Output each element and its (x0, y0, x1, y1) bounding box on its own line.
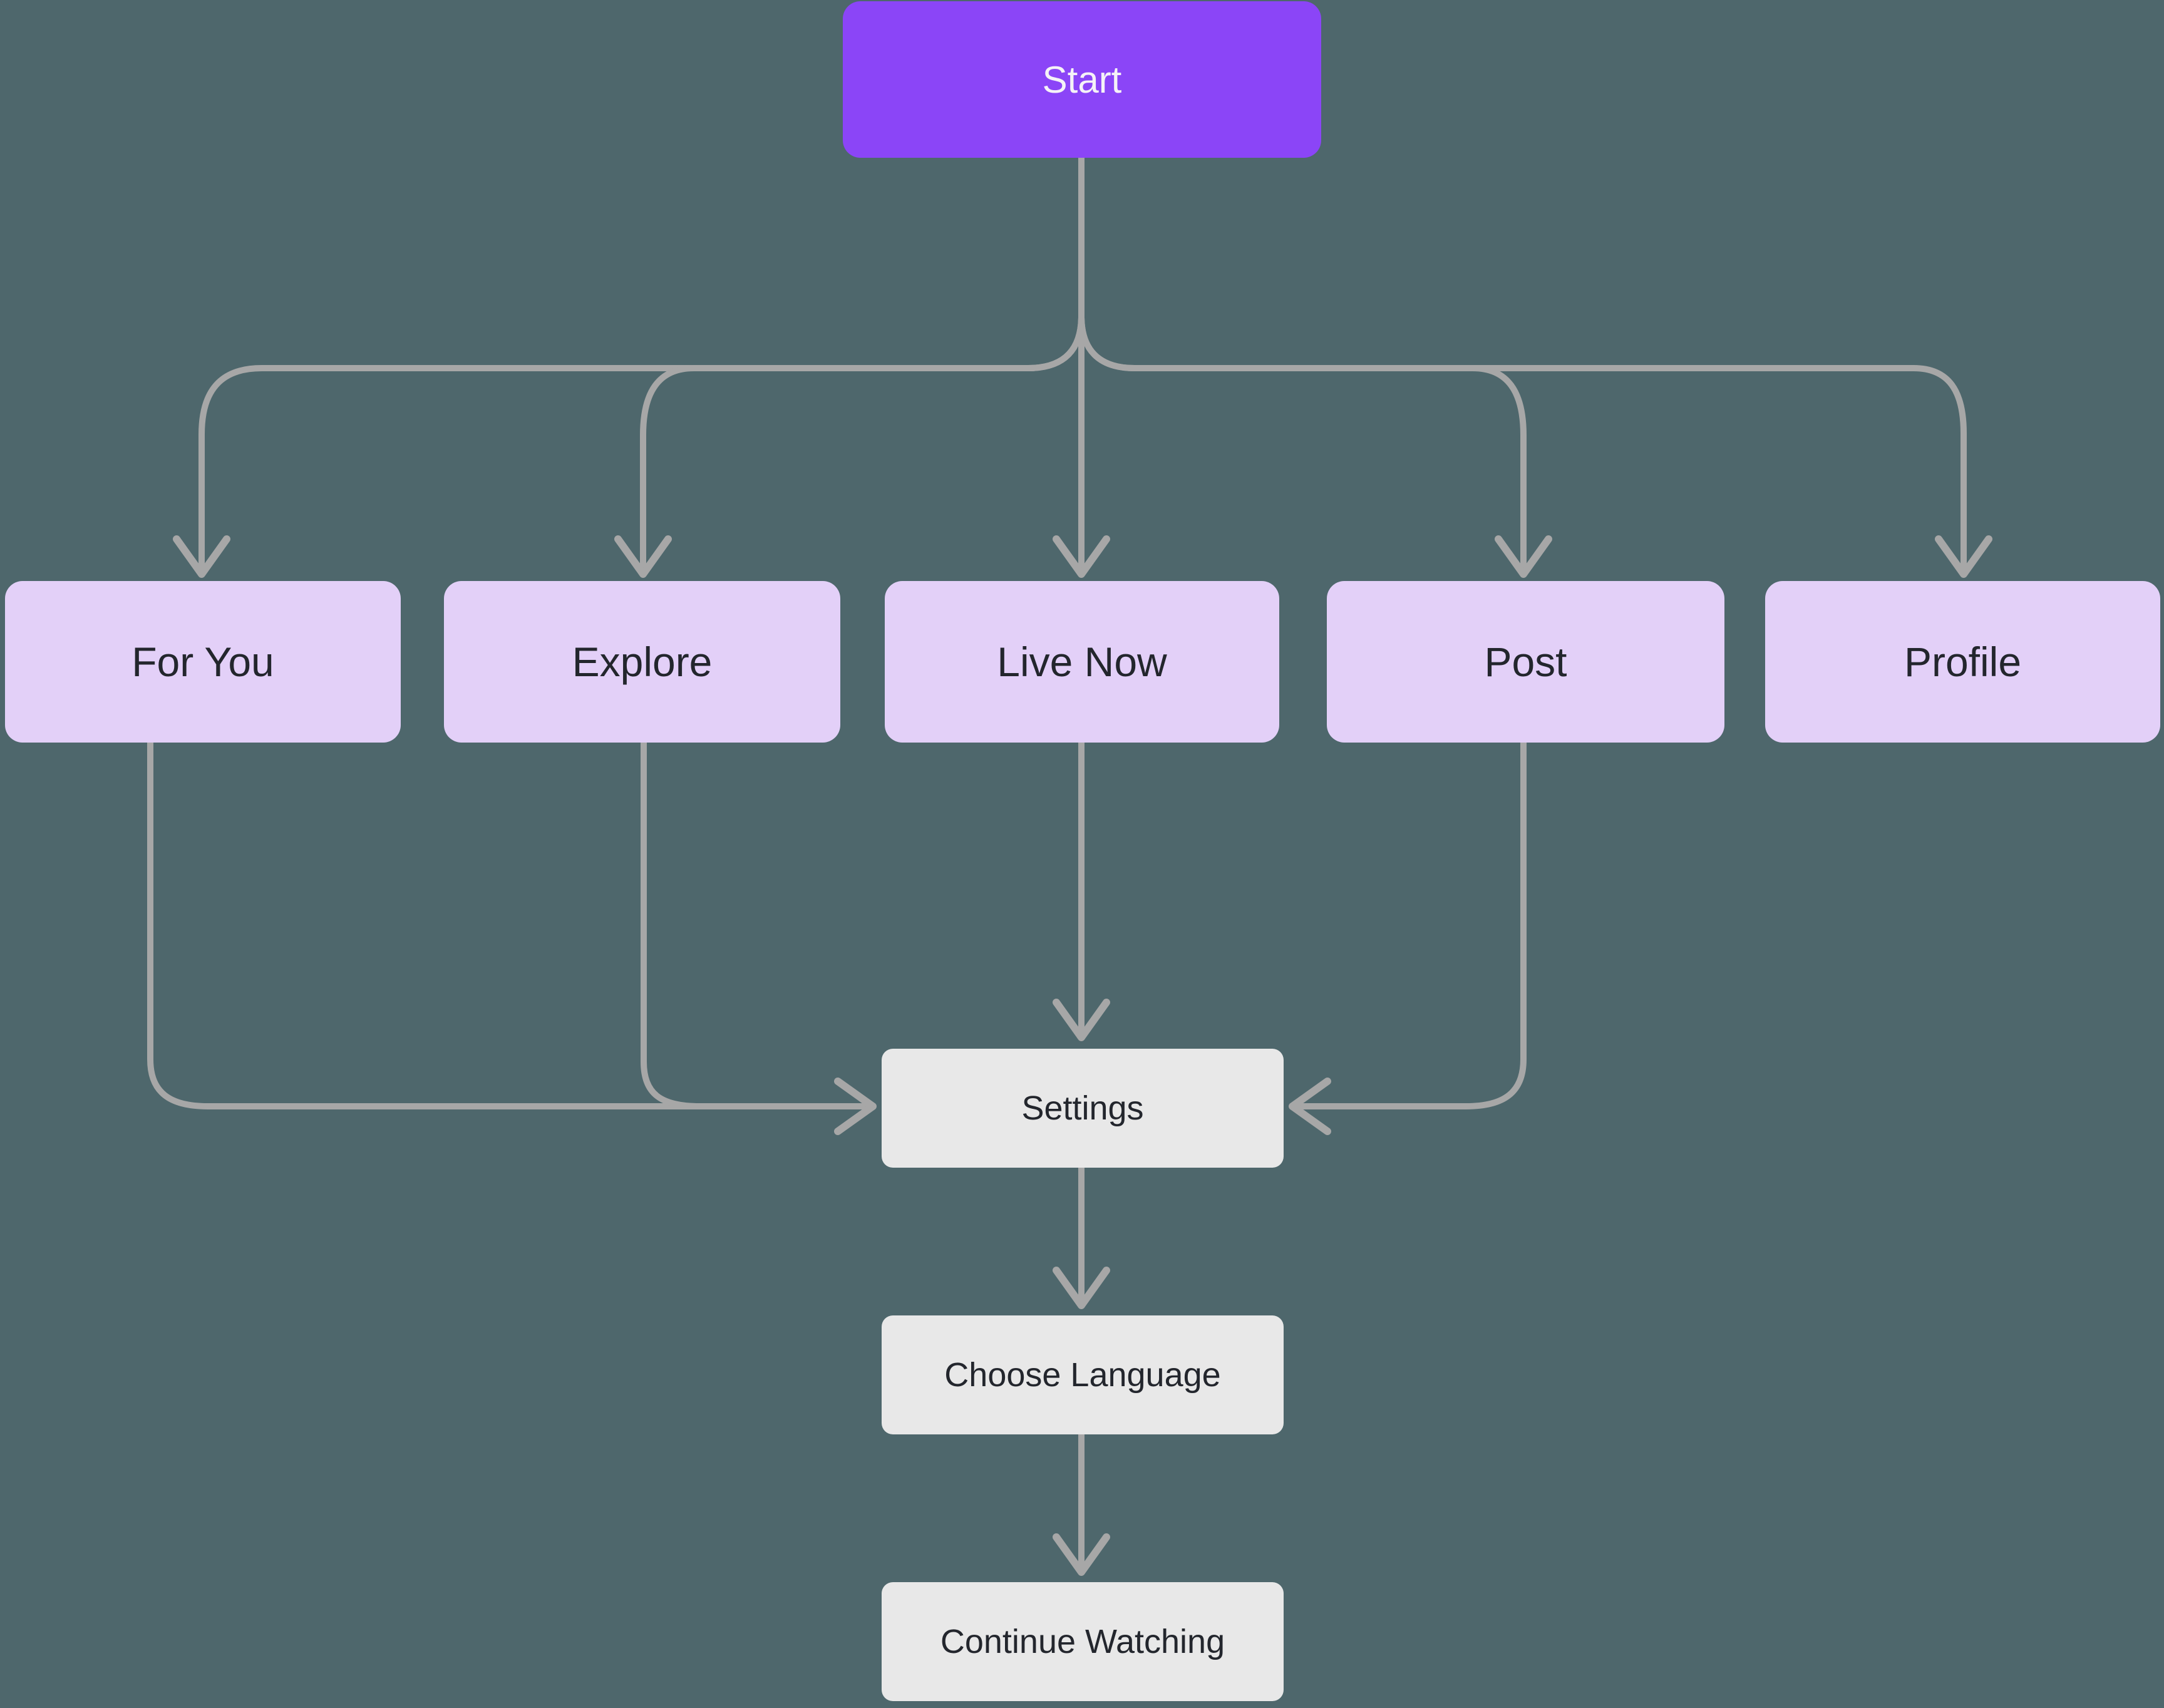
node-continue-watching-label: Continue Watching (940, 1623, 1225, 1660)
edge-explore-settings (641, 743, 869, 1109)
node-explore: Explore (444, 581, 840, 743)
arrowhead-settings-left (834, 1078, 877, 1135)
node-post-label: Post (1484, 639, 1567, 685)
arrowhead-for-you (173, 535, 230, 578)
arrowhead-post (1495, 535, 1552, 578)
arrowhead-settings-right (1289, 1078, 1331, 1135)
node-settings: Settings (882, 1049, 1284, 1168)
arrowhead-continue-watching (1053, 1533, 1110, 1576)
node-settings-label: Settings (1021, 1089, 1144, 1127)
node-start-label: Start (1042, 58, 1122, 101)
node-explore-label: Explore (572, 639, 713, 685)
node-for-you: For You (5, 581, 401, 743)
edge-start-profile (1078, 158, 1967, 570)
node-choose-language-label: Choose Language (944, 1356, 1221, 1394)
arrowhead-profile (1935, 535, 1992, 578)
node-live-now-label: Live Now (997, 639, 1167, 685)
node-for-you-label: For You (131, 639, 274, 685)
arrowhead-choose-language (1053, 1267, 1110, 1309)
node-live-now: Live Now (885, 581, 1279, 743)
edge-start-explore (640, 158, 1085, 570)
node-post: Post (1327, 581, 1724, 743)
edge-start-post (1078, 158, 1527, 570)
node-profile-label: Profile (1904, 639, 2022, 685)
arrowhead-live-now (1053, 535, 1110, 578)
edge-for-you-settings (147, 743, 869, 1109)
edge-post-settings (1296, 743, 1527, 1109)
arrowhead-settings-top (1053, 999, 1110, 1041)
node-start: Start (843, 1, 1321, 158)
node-choose-language: Choose Language (882, 1315, 1284, 1434)
node-continue-watching: Continue Watching (882, 1582, 1284, 1701)
arrowhead-explore (614, 535, 672, 578)
node-profile: Profile (1765, 581, 2160, 743)
